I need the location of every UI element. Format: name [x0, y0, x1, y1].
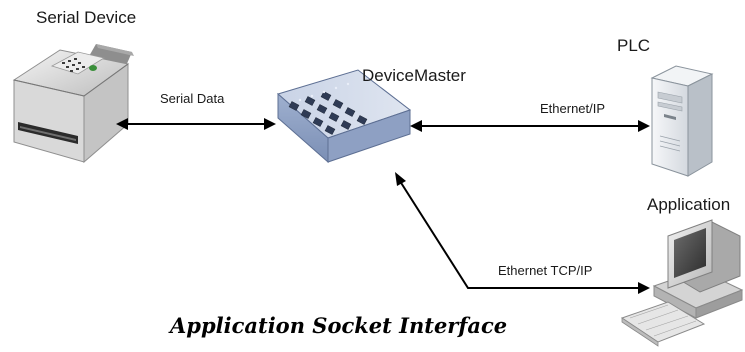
connection-serial-data: [116, 118, 276, 130]
serial-data-label: Serial Data: [160, 91, 225, 106]
fax-machine-icon: [12, 44, 134, 164]
ethernet-hub-icon: [276, 69, 412, 164]
ethernet-ip-label: Ethernet/IP: [540, 101, 606, 116]
application-label: Application: [647, 195, 731, 214]
serial-device-label: Serial Device: [36, 8, 137, 27]
connection-ethernet-tcp-ip: [395, 172, 650, 294]
server-tower-icon: [650, 65, 714, 177]
figure-caption: Application Socket Interface: [170, 313, 508, 338]
devicemaster-label: DeviceMaster: [362, 66, 466, 85]
ethernet-tcp-ip-label: Ethernet TCP/IP: [498, 263, 593, 278]
connection-ethernet-ip: [410, 120, 650, 132]
plc-label: PLC: [617, 36, 651, 55]
desktop-computer-icon: [620, 219, 744, 347]
